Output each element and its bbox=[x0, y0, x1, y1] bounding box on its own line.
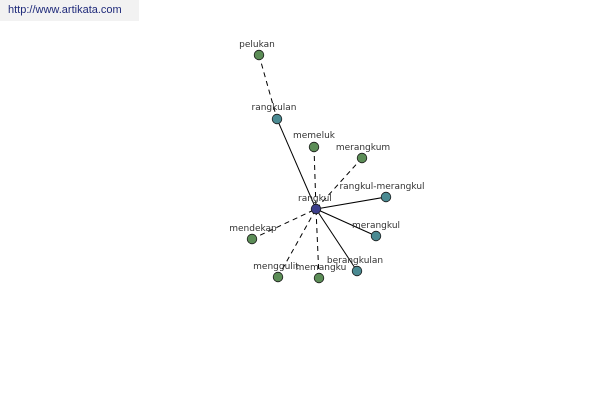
node-label-memangku[interactable]: memangku bbox=[296, 263, 347, 273]
node-label-rangkulan[interactable]: rangkulan bbox=[252, 103, 297, 113]
node-berangkulan[interactable] bbox=[351, 265, 363, 277]
node-label-berangkulan[interactable]: berangkulan bbox=[327, 256, 383, 266]
edges-layer bbox=[251, 54, 387, 279]
node-label-memeluk[interactable]: memeluk bbox=[293, 131, 336, 141]
node-pelukan[interactable] bbox=[253, 49, 265, 61]
edge-rangkulan-rangkul bbox=[276, 118, 317, 210]
edge-menggulit-rangkul bbox=[277, 208, 317, 278]
node-memangku[interactable] bbox=[313, 272, 325, 284]
edge-merangkum-rangkul bbox=[315, 157, 363, 210]
node-label-rangkul[interactable]: rangkul bbox=[298, 194, 332, 204]
site-url-link[interactable]: http://www.artikata.com bbox=[0, 0, 139, 21]
edge-pelukan-rangkulan bbox=[258, 54, 278, 120]
edge-mendekap-rangkul bbox=[251, 208, 317, 240]
edge-memangku-rangkul bbox=[315, 208, 320, 279]
node-menggulit[interactable] bbox=[272, 271, 284, 283]
node-label-merangkum[interactable]: merangkum bbox=[336, 143, 390, 153]
node-rangkul-merangkul[interactable] bbox=[380, 191, 392, 203]
node-label-rangkul-merangkul[interactable]: rangkul-merangkul bbox=[339, 182, 424, 192]
nodes-layer bbox=[246, 49, 392, 284]
node-mendekap[interactable] bbox=[246, 233, 258, 245]
edge-rangkul-merangkul-rangkul bbox=[315, 196, 387, 210]
node-rangkul[interactable] bbox=[310, 203, 322, 215]
edge-merangkul-rangkul bbox=[315, 208, 377, 237]
node-merangkum[interactable] bbox=[356, 152, 368, 164]
edge-berangkulan-rangkul bbox=[315, 208, 358, 272]
node-label-mendekap[interactable]: mendekap bbox=[229, 224, 277, 234]
node-label-merangkul[interactable]: merangkul bbox=[352, 221, 400, 231]
node-label-pelukan[interactable]: pelukan bbox=[239, 40, 275, 50]
node-merangkul[interactable] bbox=[370, 230, 382, 242]
node-label-menggulit[interactable]: menggulit bbox=[253, 262, 299, 272]
node-memeluk[interactable] bbox=[308, 141, 320, 153]
node-rangkulan[interactable] bbox=[271, 113, 283, 125]
edge-memeluk-rangkul bbox=[313, 146, 317, 210]
